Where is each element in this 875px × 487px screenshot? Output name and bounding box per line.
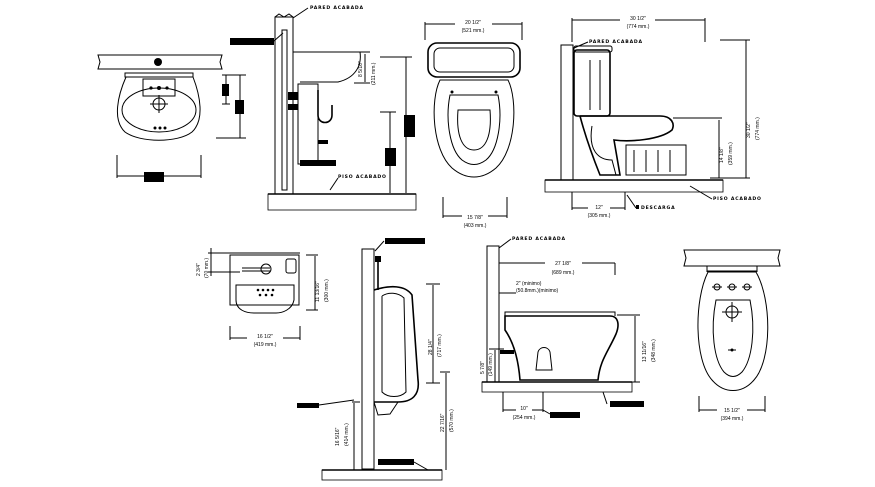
dim-wall-height-mm: (414 mm.) — [344, 423, 350, 446]
drain-mark — [154, 58, 162, 66]
floor-slab — [321, 469, 443, 481]
dim-label-redacted — [385, 148, 396, 166]
dim-lip-height-mm: (570 mm.) — [449, 409, 455, 432]
dim-width-mm: (521 mm.) — [462, 28, 485, 34]
dim-drain-mm: (254 mm.) — [513, 415, 536, 421]
dim-drain-in: 10" — [520, 406, 528, 412]
urinal-side: 28 1/4" (717 mm.) 22 7/16" (570 mm.) 16 … — [297, 238, 455, 481]
dim-total-height-in: 30 1/2" — [746, 122, 752, 138]
lav-basin — [235, 284, 295, 314]
callout-redacted — [378, 459, 414, 465]
dim-width-mm: (394 mm.) — [721, 416, 744, 422]
note-piso-acabado: PISO ACABADO — [338, 174, 387, 180]
dim-supply-in: 5 7/8" — [480, 361, 486, 374]
dim-bowl-height-in: 8 5/16" — [358, 61, 364, 77]
dim-bowl-mm: (403 mm.) — [464, 223, 487, 229]
dim-width-mm: (419 mm.) — [254, 342, 277, 348]
bidet-body — [504, 315, 619, 381]
dim-back-mm: (70 mm.) — [204, 258, 210, 278]
dim-back-in: 2 3/4" — [196, 263, 202, 276]
dim-bowl-height-mm: (211 mm.) — [371, 62, 377, 85]
callout-redacted — [385, 238, 425, 244]
bidet-side: PARED ACABADA 27 1/8" (689 mm.) 2" (mini… — [480, 236, 657, 421]
dim-bowl-in: 15 7/8" — [467, 215, 483, 221]
wall-lavatory-section: PARED ACABADA 8 5/16" (211 mm.) PISO ACA… — [230, 5, 417, 211]
wall-section — [683, 249, 781, 267]
dim-label-redacted — [404, 115, 415, 137]
note-descarga: DESCARGA — [641, 205, 675, 211]
bowl-side — [579, 115, 674, 176]
dim-width-in: 15 1/2" — [724, 408, 740, 414]
dim-depth-mm: (300 mm.) — [324, 279, 330, 302]
dim-width-in: 16 1/2" — [257, 334, 273, 340]
faucet-icon — [260, 263, 272, 275]
lav-backsplash — [124, 72, 194, 78]
note-pared-acabada: PARED ACABADA — [512, 236, 566, 242]
dim-seat-height-mm: (359 mm.) — [728, 142, 734, 165]
bidet-outline — [697, 271, 769, 391]
dim-height-in: 13 11/16" — [642, 341, 648, 362]
dim-height-in: 28 1/4" — [428, 339, 434, 355]
dim-total-height-mm: (774 mm.) — [755, 117, 761, 140]
callout-redacted — [610, 401, 644, 407]
callout-redacted — [300, 160, 336, 166]
bidet-plan: 15 1/2" (394 mm.) — [683, 249, 781, 422]
dim-clearance-mm: (50.8mm.)(minimo) — [516, 288, 559, 294]
dim-label-redacted — [222, 84, 229, 96]
note-piso-acabado: PISO ACABADO — [713, 196, 762, 202]
dim-wall-height-in: 16 5/16" — [335, 427, 341, 446]
dim-clearance-in: 2" (minimo) — [516, 281, 542, 287]
wall-section — [560, 44, 574, 186]
tank — [573, 49, 611, 117]
dim-label-redacted — [235, 100, 244, 114]
dim-depth-in: 30 1/2" — [630, 16, 646, 22]
callout-redacted — [230, 38, 274, 45]
bowl-outline — [433, 79, 515, 178]
small-lavatory-plan: 2 3/4" (70 mm.) 11 13/16" (300 mm.) 16 1… — [196, 248, 330, 348]
urinal-body — [373, 285, 420, 403]
dim-length-mm: (689 mm.) — [552, 270, 575, 276]
note-pared-acabada: PARED ACABADA — [589, 39, 643, 45]
dim-rough-in-in: 12" — [595, 205, 603, 211]
floor-slab — [267, 193, 417, 211]
dim-height-mm: (717 mm.) — [437, 334, 443, 357]
wall-section — [361, 248, 375, 470]
floor-slab — [481, 381, 633, 393]
toilet-side: 30 1/2" (774 mm.) PARED ACABADA 14 1/8" … — [544, 16, 762, 219]
dim-height-mm: (348 mm.) — [651, 339, 657, 362]
dim-rough-in-mm: (305 mm.) — [588, 213, 611, 219]
callout-redacted — [297, 403, 319, 408]
dim-supply-mm: (149 mm.) — [488, 353, 494, 376]
toilet-plan: 20 1/2" (521 mm.) 15 7/8" (403 mm.) — [424, 20, 523, 229]
tank-outline — [427, 42, 521, 78]
dim-label-redacted — [144, 172, 164, 182]
dim-depth-in: 11 13/16" — [315, 281, 321, 302]
dim-depth-mm: (774 mm.) — [627, 24, 650, 30]
callout-redacted — [550, 412, 580, 418]
note-pared-acabada: PARED ACABADA — [310, 5, 364, 11]
dim-width-in: 20 1/2" — [465, 20, 481, 26]
dim-seat-height-in: 14 1/8" — [719, 147, 725, 163]
dim-length-in: 27 1/8" — [555, 261, 571, 267]
wall-lavatory-plan — [97, 54, 246, 182]
wall-section — [97, 54, 223, 70]
dim-lip-height-in: 22 7/16" — [440, 413, 446, 432]
lav-outline — [116, 76, 201, 141]
